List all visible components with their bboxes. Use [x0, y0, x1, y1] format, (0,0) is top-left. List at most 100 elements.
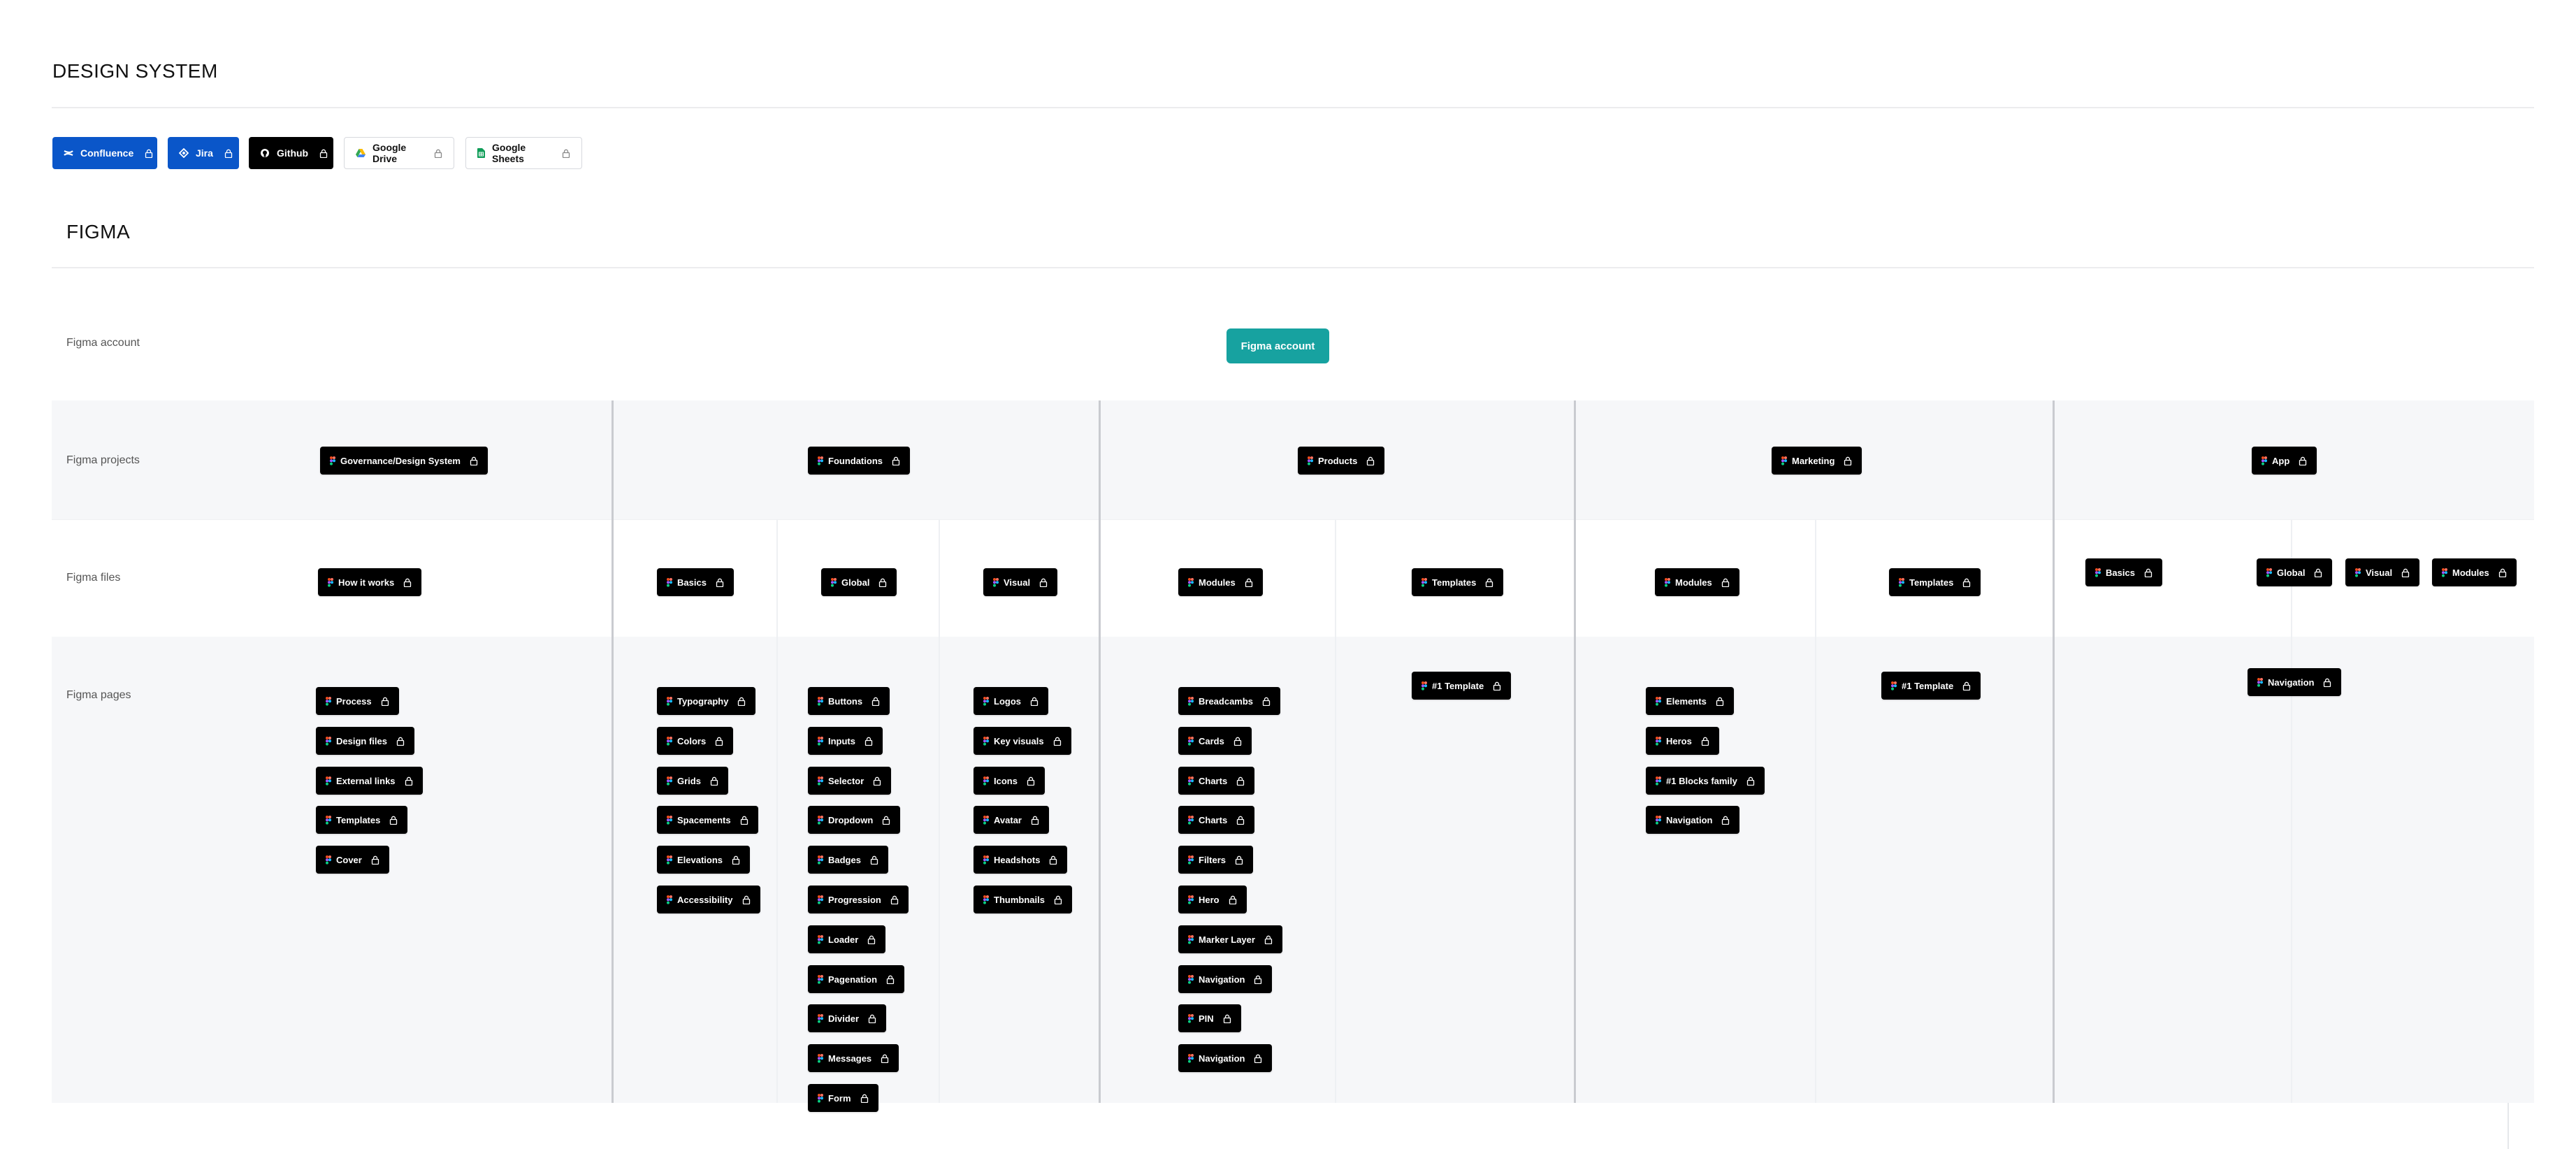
- page-chip[interactable]: Form: [808, 1084, 878, 1112]
- page-chip[interactable]: Key visuals: [974, 727, 1071, 755]
- file-chip[interactable]: How it works: [318, 568, 422, 596]
- page-chip[interactable]: Messages: [808, 1044, 899, 1072]
- page-chip[interactable]: Cards: [1178, 727, 1252, 755]
- tool-button-label: Confluence: [80, 147, 134, 159]
- page-chip[interactable]: Badges: [808, 846, 888, 874]
- page-chip[interactable]: Process: [316, 687, 399, 715]
- figma-icon: [2442, 568, 2447, 577]
- page-label: Progression: [828, 894, 881, 905]
- page-chip[interactable]: Pagenation: [808, 965, 905, 993]
- page-chip[interactable]: Grids: [657, 767, 728, 795]
- figma-icon: [1188, 974, 1194, 984]
- page-chip[interactable]: Accessibility: [657, 886, 760, 913]
- page-chip[interactable]: Divider: [808, 1004, 887, 1032]
- page-chip[interactable]: Buttons: [808, 687, 890, 715]
- page-chip[interactable]: Breadcambs: [1178, 687, 1281, 715]
- figma-icon: [1188, 776, 1194, 786]
- project-chip[interactable]: Governance/Design System: [320, 447, 488, 475]
- page-chip[interactable]: Navigation: [1178, 1044, 1273, 1072]
- tool-button-github[interactable]: Github: [249, 137, 333, 169]
- page-chip[interactable]: Logos: [974, 687, 1048, 715]
- figma-icon: [326, 776, 331, 786]
- file-chip[interactable]: Templates: [1889, 568, 1981, 596]
- file-chip[interactable]: Visual: [983, 568, 1058, 596]
- project-chip[interactable]: Products: [1298, 447, 1385, 475]
- file-chip[interactable]: Modules: [2432, 558, 2517, 586]
- page-chip[interactable]: Headshots: [974, 846, 1068, 874]
- lock-icon: [1049, 855, 1057, 865]
- file-chip[interactable]: Modules: [1655, 568, 1739, 596]
- lock-icon: [1366, 456, 1375, 465]
- page-chip[interactable]: Avatar: [974, 806, 1049, 834]
- page-chip[interactable]: Heros: [1646, 727, 1719, 755]
- page-chip[interactable]: #1 Template: [1881, 672, 1981, 700]
- tool-button-google-sheets[interactable]: Google Sheets: [465, 137, 582, 169]
- page-chip[interactable]: Templates: [316, 806, 408, 834]
- page-label: #1 Blocks family: [1666, 775, 1737, 786]
- file-chip[interactable]: Visual: [2345, 558, 2420, 586]
- figma-projects-label: Figma projects: [66, 454, 140, 466]
- figma-icon: [983, 895, 989, 904]
- page-chip[interactable]: Charts: [1178, 767, 1255, 795]
- page-chip[interactable]: Elements: [1646, 687, 1734, 715]
- project-chip[interactable]: App: [2252, 447, 2317, 475]
- tool-button-label: Google Drive: [372, 142, 407, 164]
- page-chip[interactable]: External links: [316, 767, 423, 795]
- page-chip[interactable]: Cover: [316, 846, 389, 874]
- page-chip[interactable]: Thumbnails: [974, 886, 1072, 913]
- page-chip[interactable]: Navigation: [1646, 806, 1740, 834]
- page-label: Pagenation: [828, 974, 878, 985]
- page-chip[interactable]: Spacements: [657, 806, 758, 834]
- page-chip[interactable]: Inputs: [808, 727, 883, 755]
- lock-icon: [886, 975, 895, 984]
- page-chip[interactable]: #1 Blocks family: [1646, 767, 1765, 795]
- file-chip[interactable]: Global: [821, 568, 897, 596]
- project-chip[interactable]: Marketing: [1772, 447, 1862, 475]
- file-chip[interactable]: Templates: [1412, 568, 1504, 596]
- page-label: Cards: [1199, 735, 1224, 746]
- file-chip[interactable]: Basics: [657, 568, 734, 596]
- file-chip[interactable]: Global: [2257, 558, 2333, 586]
- confluence-icon: [64, 148, 73, 158]
- page-chip[interactable]: Filters: [1178, 846, 1254, 874]
- page-chip[interactable]: Marker Layer: [1178, 925, 1282, 953]
- file-chip[interactable]: Basics: [2085, 558, 2162, 586]
- lock-icon: [890, 895, 899, 904]
- page-chip[interactable]: Charts: [1178, 806, 1255, 834]
- pages-band: [52, 637, 2534, 1103]
- page-chip[interactable]: PIN: [1178, 1004, 1241, 1032]
- page-chip[interactable]: Hero: [1178, 886, 1247, 913]
- page-chip[interactable]: Colors: [657, 727, 734, 755]
- tool-button-confluence[interactable]: Confluence: [52, 137, 157, 169]
- page-chip[interactable]: Icons: [974, 767, 1045, 795]
- tool-button-label: Github: [277, 147, 309, 159]
- figma-icon: [326, 696, 331, 706]
- page-chip[interactable]: Design files: [316, 727, 414, 755]
- figma-icon: [2262, 456, 2267, 465]
- tool-button-jira[interactable]: Jira: [168, 137, 239, 169]
- page-chip[interactable]: Loader: [808, 925, 886, 953]
- page-chip[interactable]: #1 Template: [1412, 672, 1512, 700]
- lock-icon: [1746, 776, 1755, 786]
- page-label: Elements: [1666, 695, 1707, 707]
- page-chip[interactable]: Navigation: [2248, 668, 2342, 696]
- page-chip[interactable]: Dropdown: [808, 806, 901, 834]
- file-chip[interactable]: Modules: [1178, 568, 1263, 596]
- page-chip[interactable]: Navigation: [1178, 965, 1273, 993]
- page-chip[interactable]: Elevations: [657, 846, 751, 874]
- page-chip[interactable]: Progression: [808, 886, 909, 913]
- right-edge-line: [2508, 1103, 2509, 1149]
- figma-account-button[interactable]: Figma account: [1227, 328, 1329, 363]
- lock-icon: [1229, 895, 1237, 904]
- figma-icon: [818, 895, 823, 904]
- page-chip[interactable]: Selector: [808, 767, 892, 795]
- tool-button-google-drive[interactable]: Google Drive: [344, 137, 454, 169]
- file-label: Global: [841, 577, 870, 588]
- lock-icon: [470, 456, 478, 465]
- figma-icon: [818, 1093, 823, 1103]
- project-chip[interactable]: Foundations: [808, 447, 910, 475]
- page-chip[interactable]: Typography: [657, 687, 756, 715]
- figma-icon: [2095, 568, 2101, 577]
- lock-icon: [716, 578, 724, 587]
- page-title: DESIGN SYSTEM: [52, 60, 218, 82]
